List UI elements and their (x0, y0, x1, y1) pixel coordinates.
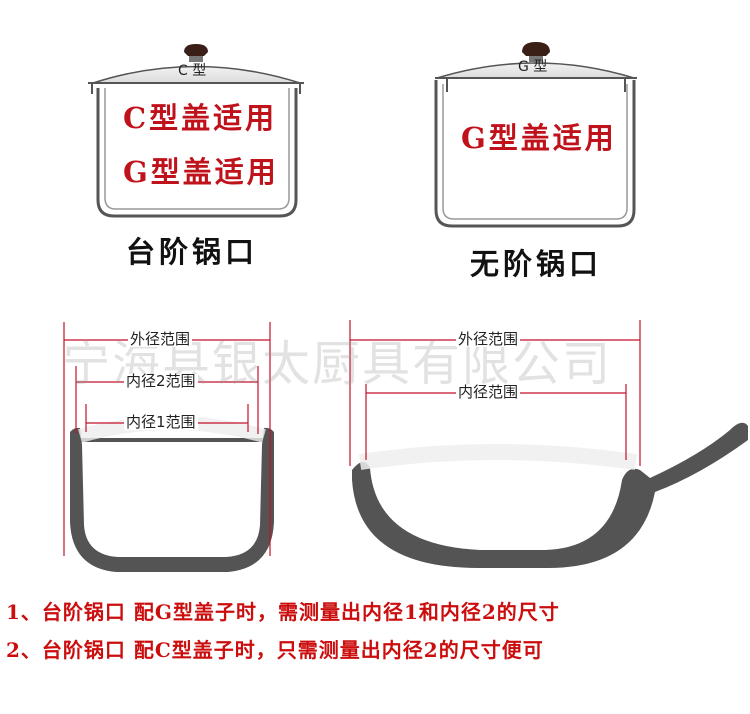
c-lid-label: C 型 (178, 63, 207, 79)
lid-knob-icon (522, 42, 550, 56)
plain-pot-body (434, 80, 636, 228)
c-lid-fit-text: C型盖适用 (123, 101, 278, 135)
plain-rim-caption: 无阶锅口 (470, 247, 603, 281)
inner-diameter-label-right: 内径范围 (456, 383, 521, 401)
g-lid-fit-text: G型盖适用 (123, 155, 279, 189)
c-lid (92, 65, 301, 84)
g-lid-label: G 型 (518, 59, 548, 75)
lid-knob-icon (184, 44, 208, 56)
outer-diameter-label-left: 外径范围 (128, 330, 193, 348)
outer-diameter-label-right: 外径范围 (456, 330, 521, 348)
stepped-pot-body (96, 88, 298, 218)
g-lid (436, 62, 635, 79)
note-2: 2、台阶锅口 配C型盖子时，只需测量出内径2的尺寸便可 (6, 638, 544, 662)
lid-knob-stem (189, 56, 203, 62)
g-lid-fit-text-right: G型盖适用 (461, 121, 617, 155)
stepped-pot (88, 44, 304, 218)
note-1: 1、台阶锅口 配G型盖子时，需测量出内径1和内径2的尺寸 (6, 600, 560, 624)
plain-pot (434, 42, 637, 228)
inner-diameter-1-label: 内径1范围 (124, 413, 198, 431)
plain-pan-wall (352, 422, 748, 568)
stepped-pot-wall (70, 427, 274, 572)
stepped-rim-caption: 台阶锅口 (126, 235, 259, 269)
inner-diameter-2-label: 内径2范围 (124, 372, 198, 390)
